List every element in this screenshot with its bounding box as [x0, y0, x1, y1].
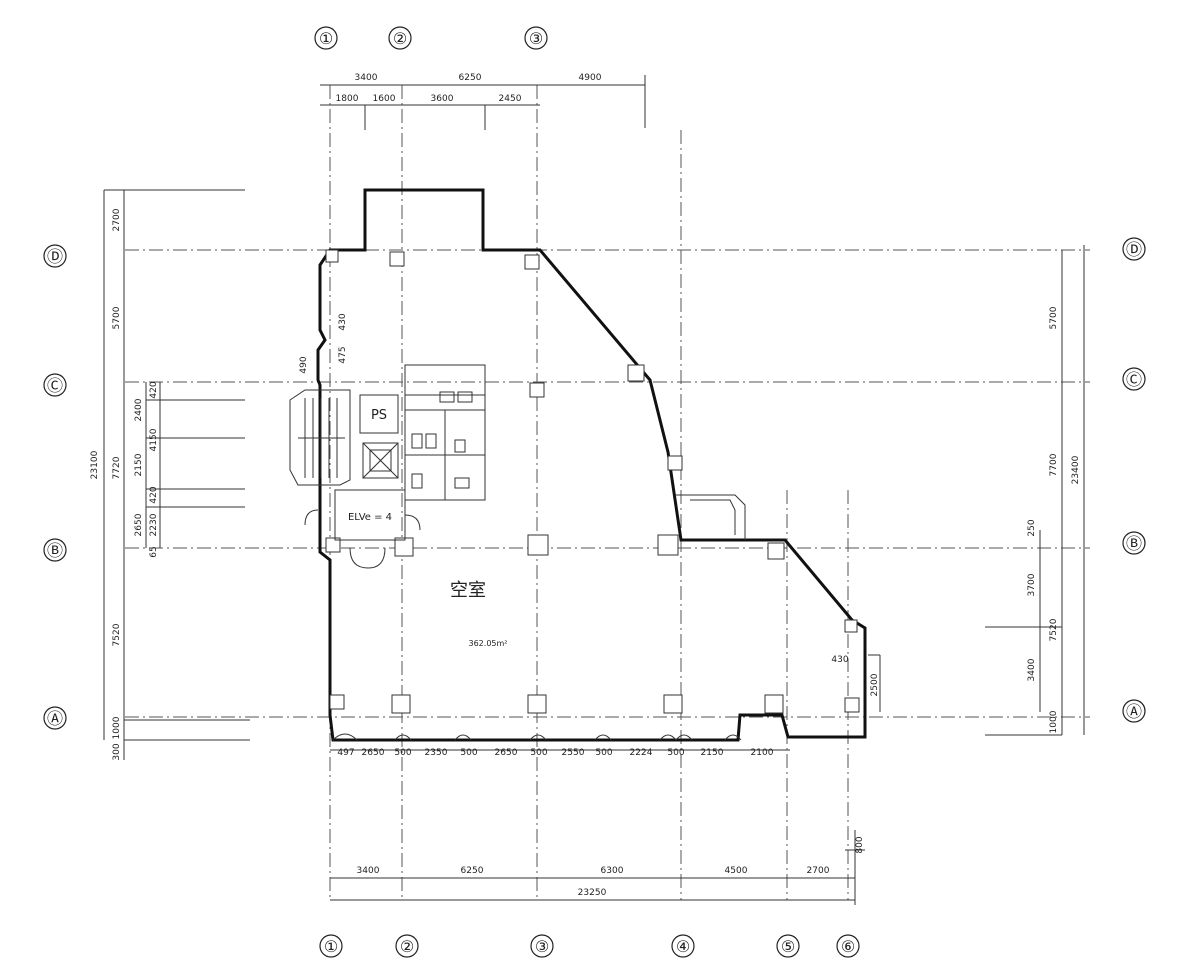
bottom-dim-3: 6300: [601, 866, 624, 876]
grid-label-bottom-3: ③: [535, 937, 549, 956]
grid-label-right-a: Ⓐ: [1126, 702, 1142, 721]
right-dim-4: 1000: [1049, 710, 1059, 733]
grid-bubbles-right: Ⓓ Ⓒ Ⓑ Ⓐ: [1122, 237, 1146, 723]
grid-label-bottom-5: ⑤: [781, 937, 795, 956]
wall-dim-7: 500: [530, 748, 547, 758]
right-dim-5: 250: [1027, 519, 1037, 536]
grid-label-right-d: Ⓓ: [1126, 240, 1142, 259]
top-dim-5: 1600: [373, 94, 396, 104]
left-dim-4: 7520: [112, 623, 122, 646]
grid-label-left-c: Ⓒ: [47, 376, 63, 395]
grid-label-right-c: Ⓒ: [1126, 370, 1142, 389]
wall-dim-8: 2550: [562, 748, 585, 758]
grid-label-bottom-2: ②: [400, 937, 414, 956]
bottom-dimensions: 3400 6250 6300 4500 2700 23250 800 497 2…: [330, 748, 865, 905]
grid-label-left-b: Ⓑ: [47, 541, 63, 560]
bottom-dim-total: 23250: [578, 888, 607, 898]
left-dimensions: 23100 2700 5700 7720 7520 1000 300 2400 …: [90, 189, 250, 761]
wall-dim-1: 497: [337, 748, 354, 758]
bottom-dim-1: 3400: [357, 866, 380, 876]
vacant-label: 空室: [450, 580, 486, 601]
grid-label-left-a: Ⓐ: [47, 709, 63, 728]
top-dim-1: 3400: [355, 73, 378, 83]
top-dim-4: 1800: [336, 94, 359, 104]
grid-bubbles-top: ① ② ③: [314, 26, 548, 50]
room-labels: 空室 362.05m²: [450, 580, 508, 648]
top-dim-7: 2450: [499, 94, 522, 104]
left-dim-14: 65: [149, 546, 159, 557]
service-core: PS ELVe = 4: [289, 364, 486, 569]
right-dim-8: 2500: [870, 673, 880, 696]
top-dim-3: 4900: [579, 73, 602, 83]
wall-dim-2: 2650: [362, 748, 385, 758]
left-dim-5: 1000: [112, 716, 122, 739]
bottom-dim-2: 6250: [461, 866, 484, 876]
left-dim-8: 2150: [134, 453, 144, 476]
wall-note-4: 430: [831, 655, 848, 665]
wall-dim-12: 2150: [701, 748, 724, 758]
top-dim-2: 6250: [459, 73, 482, 83]
left-dim-3: 7720: [112, 456, 122, 479]
left-dim-1: 2700: [112, 208, 122, 231]
wall-dim-11: 500: [667, 748, 684, 758]
wall-dim-5: 500: [460, 748, 477, 758]
left-dim-total: 23100: [90, 450, 100, 479]
top-dim-6: 3600: [431, 94, 454, 104]
right-dim-2: 7700: [1049, 453, 1059, 476]
grid-label-top-2: ②: [393, 29, 407, 48]
bottom-dim-side: 800: [855, 836, 865, 853]
columns: [325, 249, 860, 714]
left-dim-13: 2230: [149, 513, 159, 536]
wall-dim-4: 2350: [425, 748, 448, 758]
right-dim-1: 5700: [1049, 306, 1059, 329]
grid-axes: [125, 85, 1090, 900]
area-label: 362.05m²: [469, 639, 508, 648]
bottom-dim-5: 2700: [807, 866, 830, 876]
wall-dim-3: 500: [394, 748, 411, 758]
right-dim-6: 3700: [1027, 573, 1037, 596]
wall-note-2: 490: [299, 356, 309, 373]
building-outline: [316, 188, 867, 742]
wall-note-3: 475: [338, 346, 348, 363]
grid-label-left-d: Ⓓ: [47, 247, 63, 266]
elevator-hall-label: ELVe = 4: [348, 512, 392, 523]
left-dim-11: 4150: [149, 428, 159, 451]
left-dim-6: 300: [112, 743, 122, 760]
south-windows: [332, 733, 742, 741]
left-dim-10: 420: [149, 381, 159, 398]
top-dimensions: 3400 6250 4900 1800 1600 3600 2450: [320, 73, 646, 130]
wall-dim-10: 2224: [630, 748, 653, 758]
grid-label-top-3: ③: [529, 29, 543, 48]
right-dim-7: 3400: [1027, 658, 1037, 681]
ps-label: PS: [371, 408, 387, 423]
left-dim-12: 420: [149, 486, 159, 503]
left-dim-7: 2400: [134, 398, 144, 421]
right-dimensions: 23400 5700 7700 7520 1000 250 3700 3400 …: [868, 245, 1085, 736]
bottom-dim-4: 4500: [725, 866, 748, 876]
grid-label-right-b: Ⓑ: [1126, 534, 1142, 553]
left-dim-2: 5700: [112, 306, 122, 329]
wall-note-1: 430: [338, 313, 348, 330]
grid-label-top-1: ①: [319, 29, 333, 48]
grid-bubbles-left: Ⓓ Ⓒ Ⓑ Ⓐ: [43, 244, 67, 730]
wall-dim-9: 500: [595, 748, 612, 758]
left-dim-9: 2650: [134, 513, 144, 536]
right-dim-3: 7520: [1049, 618, 1059, 641]
grid-label-bottom-4: ④: [676, 937, 690, 956]
wall-dim-13: 2100: [751, 748, 774, 758]
right-dim-total: 23400: [1071, 455, 1081, 484]
wall-dim-6: 2650: [495, 748, 518, 758]
wall-notes: 430 490 475 430: [299, 313, 849, 665]
grid-label-bottom-1: ①: [324, 937, 338, 956]
grid-bubbles-bottom: ① ② ③ ④ ⑤ ⑥: [319, 934, 860, 958]
grid-label-bottom-6: ⑥: [841, 937, 855, 956]
